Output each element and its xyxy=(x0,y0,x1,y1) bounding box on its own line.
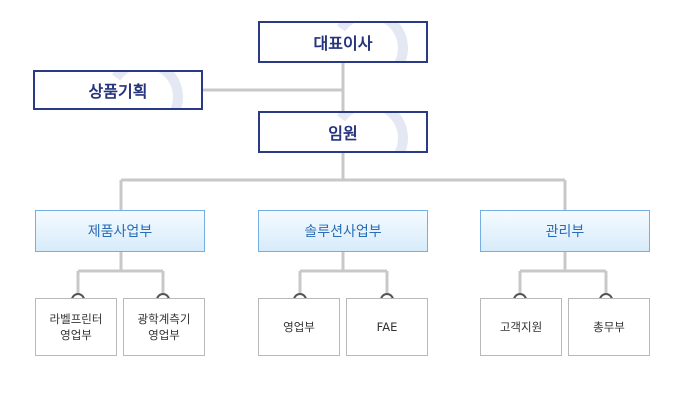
division-admin: 관리부 xyxy=(480,210,650,252)
team-line: 영업부 xyxy=(283,320,315,334)
planning-box: 상품기획 xyxy=(33,70,203,110)
planning-label: 상품기획 xyxy=(88,82,148,101)
team-line: 영업부 xyxy=(148,328,180,342)
team-customer-support: 고객지원 xyxy=(480,298,562,356)
team-fae: FAE xyxy=(346,298,428,356)
team-line: 라벨프린터 xyxy=(49,312,103,326)
division-product: 제품사업부 xyxy=(35,210,205,252)
team-label-printer-sales: 라벨프린터 영업부 xyxy=(35,298,117,356)
division-solution: 솔루션사업부 xyxy=(258,210,428,252)
team-line: 총무부 xyxy=(593,320,625,334)
division-solution-label: 솔루션사업부 xyxy=(304,224,382,240)
team-line: 광학계측기 xyxy=(137,312,191,326)
executive-label: 임원 xyxy=(328,124,358,143)
team-optical-sales: 광학계측기 영업부 xyxy=(123,298,205,356)
ceo-label: 대표이사 xyxy=(313,34,373,53)
division-admin-label: 관리부 xyxy=(545,224,585,240)
ceo-box: 대표이사 xyxy=(258,21,428,63)
team-line: 영업부 xyxy=(60,328,92,342)
executive-box: 임원 xyxy=(258,111,428,153)
team-line: 고객지원 xyxy=(499,320,543,334)
team-sales: 영업부 xyxy=(258,298,340,356)
team-general-affairs: 총무부 xyxy=(568,298,650,356)
division-product-label: 제품사업부 xyxy=(87,224,153,240)
team-line: FAE xyxy=(376,320,398,334)
